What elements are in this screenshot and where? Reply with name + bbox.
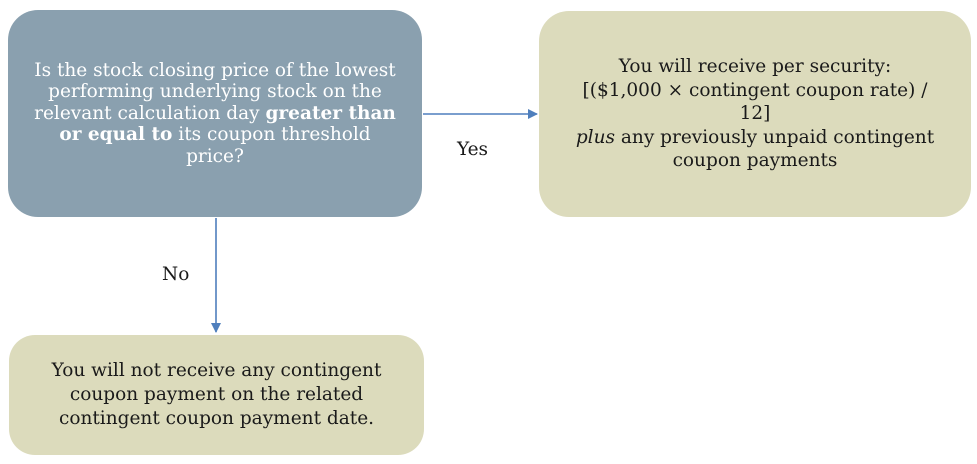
yes-outcome-line3: plus any previously unpaid contingent co…: [567, 126, 943, 173]
yes-outcome-rest: any previously unpaid contingent coupon …: [615, 126, 935, 172]
yes-label: Yes: [457, 139, 489, 160]
yes-outcome-plus: plus: [575, 126, 616, 148]
question-box: Is the stock closing price of the lowest…: [8, 10, 422, 217]
question-text-after: its coupon threshold price?: [172, 124, 371, 167]
question-text-bold: greater than or equal to: [59, 102, 396, 146]
question-text-before: Is the stock closing price of the lowest…: [34, 59, 396, 124]
question-text: Is the stock closing price of the lowest…: [30, 60, 400, 168]
yes-outcome-box: You will receive per security: [($1,000 …: [539, 11, 971, 217]
yes-outcome-formula: [($1,000 × contingent coupon rate) / 12]: [582, 79, 928, 125]
no-outcome-text: You will not receive any contingent coup…: [51, 360, 382, 429]
no-outcome-box: You will not receive any contingent coup…: [9, 335, 424, 455]
yes-outcome-line1: You will receive per security:: [618, 56, 892, 78]
no-label: No: [162, 264, 190, 285]
yes-outcome-text: You will receive per security: [($1,000 …: [567, 55, 943, 173]
